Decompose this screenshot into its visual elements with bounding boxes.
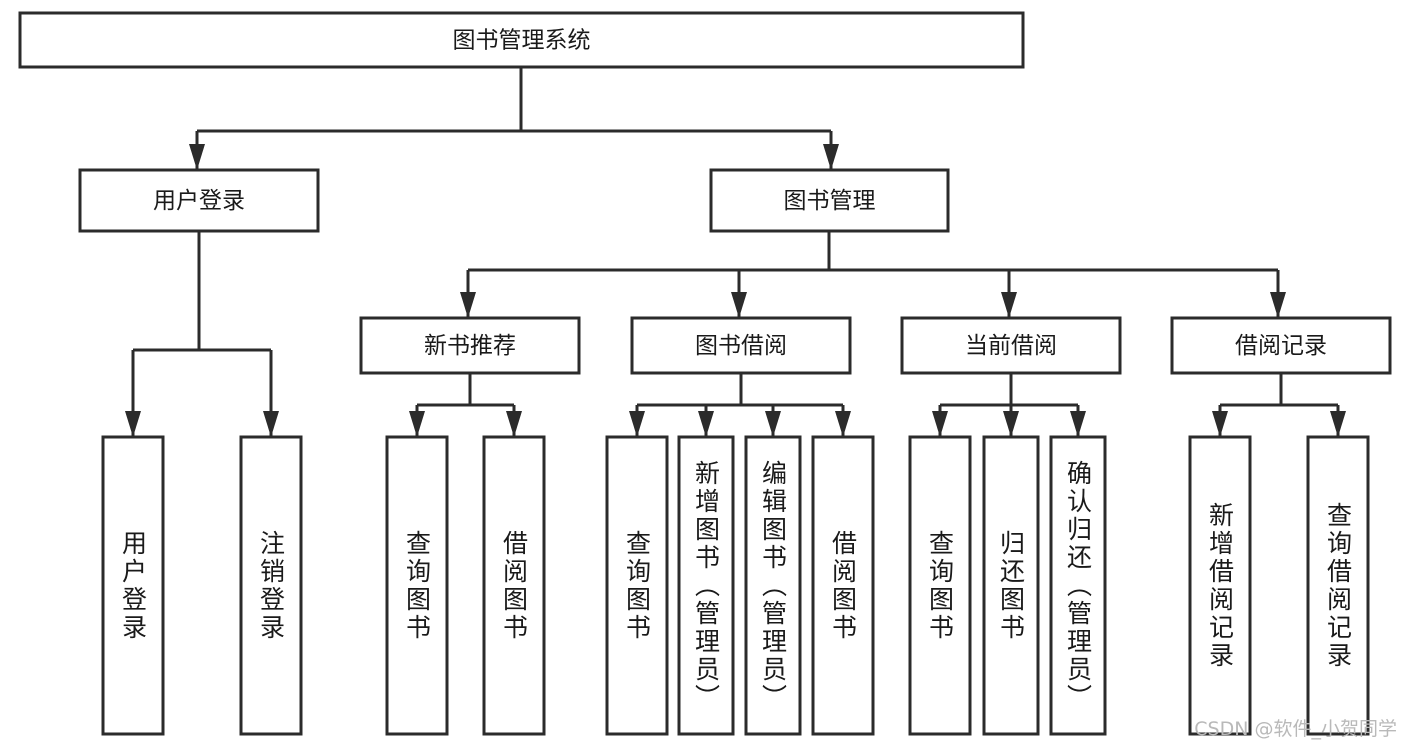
arrow-head-icon-book-borrow-0 bbox=[629, 411, 645, 437]
arrow-head-icon-user-login-1 bbox=[263, 411, 279, 437]
node-box-leaf-user-login[interactable] bbox=[101, 435, 165, 736]
arrow-head-icon-root-1 bbox=[823, 144, 839, 170]
node-box-leaf-query-book-1[interactable] bbox=[385, 435, 449, 736]
arrow-head-icon-new-book-rec-0 bbox=[409, 411, 425, 437]
node-box-new-book-rec[interactable] bbox=[359, 316, 581, 375]
node-label-current-borrow: 当前借阅 bbox=[965, 333, 1057, 359]
node-box-leaf-confirm-return[interactable] bbox=[1049, 435, 1107, 736]
node-box-book-manage[interactable] bbox=[709, 168, 950, 233]
node-box-leaf-return-book[interactable] bbox=[982, 435, 1040, 736]
csdn-watermark: CSDN @软件_小贺同学 bbox=[1194, 718, 1397, 740]
node-box-user-login[interactable] bbox=[78, 168, 320, 233]
node-box-book-borrow[interactable] bbox=[630, 316, 852, 375]
node-label-new-book-rec: 新书推荐 bbox=[424, 333, 516, 359]
node-box-current-borrow[interactable] bbox=[900, 316, 1122, 375]
arrow-head-icon-book-borrow-2 bbox=[765, 411, 781, 437]
node-box-leaf-add-record[interactable] bbox=[1188, 435, 1252, 736]
arrow-head-icon-current-borrow-2 bbox=[1070, 411, 1086, 437]
node-label-book-borrow: 图书借阅 bbox=[695, 333, 787, 359]
arrow-head-icon-borrow-record-1 bbox=[1330, 411, 1346, 437]
node-box-leaf-query-record[interactable] bbox=[1306, 435, 1370, 736]
arrow-head-icon-current-borrow-1 bbox=[1003, 411, 1019, 437]
node-box-leaf-borrow-book-1[interactable] bbox=[482, 435, 546, 736]
arrow-head-icon-bookmanage-3 bbox=[1270, 292, 1286, 318]
node-label-book-manage: 图书管理 bbox=[784, 188, 876, 214]
arrow-head-icon-new-book-rec-1 bbox=[506, 411, 522, 437]
arrow-head-icon-bookmanage-1 bbox=[731, 292, 747, 318]
arrow-head-icon-user-login-0 bbox=[125, 411, 141, 437]
node-box-leaf-add-book[interactable] bbox=[677, 435, 735, 736]
arrow-head-icon-bookmanage-2 bbox=[1001, 292, 1017, 318]
arrow-head-icon-current-borrow-0 bbox=[932, 411, 948, 437]
node-label-borrow-record: 借阅记录 bbox=[1235, 333, 1327, 359]
node-box-leaf-logout[interactable] bbox=[239, 435, 303, 736]
node-box-leaf-edit-book[interactable] bbox=[744, 435, 802, 736]
node-box-root[interactable] bbox=[18, 11, 1025, 69]
arrow-head-icon-root-0 bbox=[189, 144, 205, 170]
arrow-head-icon-borrow-record-0 bbox=[1212, 411, 1228, 437]
node-box-borrow-record[interactable] bbox=[1170, 316, 1392, 375]
arrow-head-icon-bookmanage-0 bbox=[460, 292, 476, 318]
node-label-user-login: 用户登录 bbox=[153, 188, 245, 214]
node-box-leaf-query-book-2[interactable] bbox=[605, 435, 669, 736]
node-label-root: 图书管理系统 bbox=[453, 28, 591, 54]
arrow-head-icon-book-borrow-1 bbox=[698, 411, 714, 437]
arrow-head-icon-book-borrow-3 bbox=[835, 411, 851, 437]
node-box-leaf-query-book-3[interactable] bbox=[908, 435, 972, 736]
node-box-leaf-borrow-book-2[interactable] bbox=[811, 435, 875, 736]
